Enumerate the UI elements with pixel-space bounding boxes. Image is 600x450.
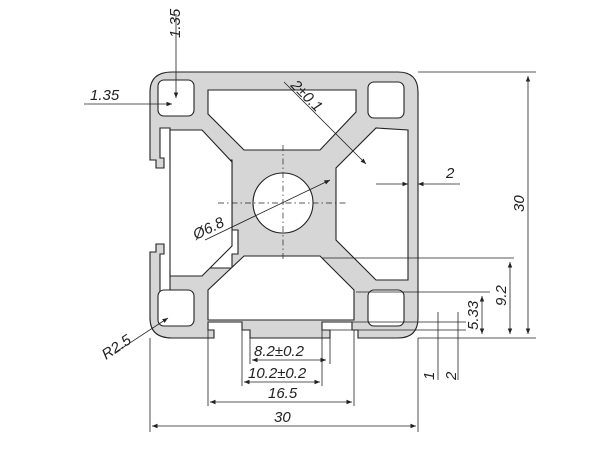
profile-cross-section [149, 71, 419, 339]
cavity-right [335, 127, 409, 281]
label-left-wall: 1.35 [90, 87, 120, 104]
cavity-bottom [207, 255, 355, 321]
dimensions [84, 14, 536, 432]
label-slot-opening: 8.2±0.2 [254, 343, 305, 360]
label-overall-width: 30 [274, 409, 291, 426]
pocket-top-right [367, 81, 405, 119]
label-overall-height: 30 [511, 195, 528, 212]
cavity-left [169, 129, 233, 277]
label-top-wall: 1.35 [167, 8, 184, 38]
label-rib-thickness: 2 [445, 165, 455, 182]
label-dim-1: 1 [421, 372, 438, 380]
label-9-2: 9.2 [493, 284, 510, 306]
label-slot-outer: 16.5 [268, 385, 298, 402]
label-corner-radius: R2.5 [99, 331, 135, 363]
cavity-top [207, 89, 357, 151]
label-5-33: 5.33 [465, 300, 482, 330]
pocket-bottom-right [367, 289, 405, 327]
label-dim-2-bottom: 2 [443, 371, 460, 381]
label-slot-inner: 10.2±0.2 [248, 365, 307, 382]
pocket-bottom-left [157, 289, 195, 327]
